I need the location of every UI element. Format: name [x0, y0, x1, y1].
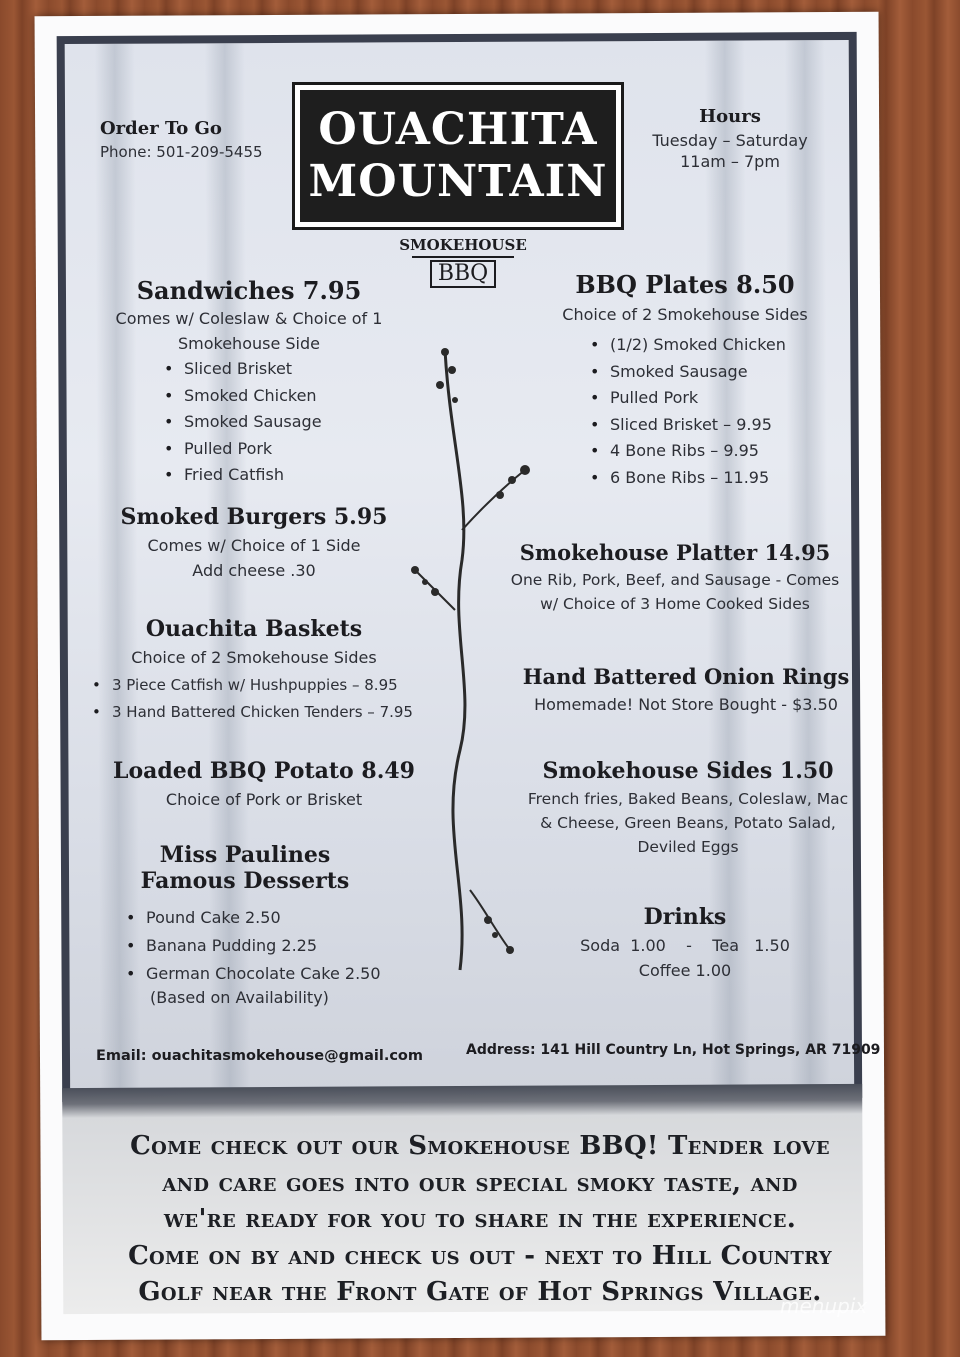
- potato-title: Loaded BBQ Potato 8.49: [113, 758, 415, 784]
- smokehouse-bbq-badge: SMOKEHOUSE BBQ: [398, 236, 528, 288]
- desserts-note: (Based on Availability): [150, 988, 329, 1007]
- sandwiches-list: Sliced Brisket Smoked Chicken Smoked Sau…: [160, 356, 322, 489]
- burgers-desc-1: Comes w/ Choice of 1 Side: [147, 536, 361, 555]
- list-item: Pound Cake 2.50: [122, 904, 381, 932]
- desserts-section: Miss Paulines Famous Desserts: [110, 842, 380, 894]
- sides-line-2: & Cheese, Green Beans, Potato Salad,: [540, 814, 836, 832]
- burgers-desc-2: Add cheese .30: [192, 561, 316, 580]
- drinks-line-2: Coffee 1.00: [638, 961, 732, 980]
- promo-line-1: Come check out our Smokehouse BBQ! Tende…: [130, 1131, 830, 1161]
- onion-rings-desc: Homemade! Not Store Bought - $3.50: [534, 695, 838, 714]
- hours-block: Hours Tuesday – Saturday 11am – 7pm: [640, 106, 820, 171]
- plates-title: BBQ Plates 8.50: [575, 270, 795, 299]
- badge-smokehouse: SMOKEHOUSE: [399, 236, 527, 254]
- burgers-section: Smoked Burgers 5.95 Comes w/ Choice of 1…: [96, 504, 412, 580]
- list-item: Pulled Pork: [586, 385, 786, 412]
- platter-title: Smokehouse Platter 14.95: [519, 540, 831, 565]
- sides-title: Smokehouse Sides 1.50: [542, 758, 834, 784]
- menupix-watermark: menupix: [780, 1294, 868, 1318]
- logo-line-2: MOUNTAIN: [308, 156, 608, 207]
- drinks-title: Drinks: [643, 904, 727, 930]
- list-item: (1/2) Smoked Chicken: [586, 332, 786, 359]
- desserts-list: Pound Cake 2.50 Banana Pudding 2.25 Germ…: [122, 904, 381, 988]
- sandwiches-desc-2: Smokehouse Side: [177, 334, 320, 353]
- desserts-title-2: Famous Desserts: [140, 868, 350, 894]
- platter-section: Smokehouse Platter 14.95 One Rib, Pork, …: [500, 540, 850, 613]
- badge-bbq: BBQ: [429, 260, 497, 288]
- plates-list: (1/2) Smoked Chicken Smoked Sausage Pull…: [586, 332, 786, 491]
- platter-desc-1: One Rib, Pork, Beef, and Sausage - Comes: [510, 571, 840, 589]
- plates-section: BBQ Plates 8.50 Choice of 2 Smokehouse S…: [540, 270, 830, 324]
- promo-text: Come check out our Smokehouse BBQ! Tende…: [80, 1128, 880, 1311]
- list-item: Sliced Brisket: [160, 356, 322, 383]
- list-item: Smoked Sausage: [160, 409, 322, 436]
- potato-section: Loaded BBQ Potato 8.49 Choice of Pork or…: [86, 758, 442, 809]
- hours-time: 11am – 7pm: [680, 152, 780, 171]
- list-item: German Chocolate Cake 2.50: [122, 960, 381, 988]
- restaurant-logo: OUACHITA MOUNTAIN: [292, 82, 624, 230]
- platter-desc-2: w/ Choice of 3 Home Cooked Sides: [540, 595, 810, 613]
- baskets-title: Ouachita Baskets: [145, 616, 363, 642]
- sides-line-1: French fries, Baked Beans, Coleslaw, Mac: [527, 790, 849, 808]
- onion-rings-title: Hand Battered Onion Rings: [522, 664, 850, 689]
- list-item: Banana Pudding 2.25: [122, 932, 381, 960]
- onion-rings-section: Hand Battered Onion Rings Homemade! Not …: [505, 664, 867, 714]
- sides-line-3: Deviled Eggs: [637, 838, 739, 856]
- potato-desc: Choice of Pork or Brisket: [165, 790, 363, 809]
- desserts-title-1: Miss Paulines: [159, 842, 331, 868]
- baskets-list: 3 Piece Catfish w/ Hushpuppies – 8.95 3 …: [88, 672, 413, 725]
- hours-days: Tuesday – Saturday: [652, 131, 808, 150]
- list-item: Smoked Chicken: [160, 383, 322, 410]
- promo-line-4: Come on by and check us out - next to Hi…: [128, 1240, 832, 1271]
- footer-email: Email: ouachitasmokehouse@gmail.com: [96, 1048, 424, 1064]
- hours-title: Hours: [699, 106, 761, 127]
- order-title: Order To Go: [100, 118, 222, 139]
- sides-section: Smokehouse Sides 1.50 French fries, Bake…: [510, 758, 866, 856]
- list-item: 3 Piece Catfish w/ Hushpuppies – 8.95: [88, 672, 413, 699]
- branch-illustration: [411, 348, 530, 971]
- list-item: Smoked Sausage: [586, 359, 786, 386]
- baskets-desc: Choice of 2 Smokehouse Sides: [131, 648, 377, 667]
- order-phone: Phone: 501-209-5455: [100, 143, 263, 161]
- burgers-title: Smoked Burgers 5.95: [120, 504, 388, 530]
- logo-line-1: OUACHITA: [318, 104, 598, 155]
- plates-desc: Choice of 2 Smokehouse Sides: [562, 305, 808, 324]
- list-item: Pulled Pork: [160, 436, 322, 463]
- drinks-section: Drinks Soda 1.00 - Tea 1.50 Coffee 1.00: [540, 904, 830, 980]
- list-item: Sliced Brisket – 9.95: [586, 412, 786, 439]
- promo-line-2: and care goes into our special smoky tas…: [162, 1167, 798, 1198]
- promo-line-5: Golf near the Front Gate of Hot Springs …: [138, 1277, 822, 1307]
- promo-line-3: we're ready for you to share in the expe…: [163, 1204, 797, 1234]
- baskets-section: Ouachita Baskets Choice of 2 Smokehouse …: [96, 616, 412, 667]
- list-item: 6 Bone Ribs – 11.95: [586, 465, 786, 492]
- list-item: 4 Bone Ribs – 9.95: [586, 438, 786, 465]
- list-item: Fried Catfish: [160, 462, 322, 489]
- sandwiches-desc-1: Comes w/ Coleslaw & Choice of 1: [115, 309, 383, 328]
- sandwiches-section: Sandwiches 7.95 Comes w/ Coleslaw & Choi…: [96, 276, 402, 353]
- order-to-go-block: Order To Go Phone: 501-209-5455: [100, 118, 263, 161]
- footer-address: Address: 141 Hill Country Ln, Hot Spring…: [466, 1042, 881, 1058]
- drinks-line-1: Soda 1.00 - Tea 1.50: [580, 936, 790, 955]
- list-item: 3 Hand Battered Chicken Tenders – 7.95: [88, 699, 413, 726]
- sandwiches-title: Sandwiches 7.95: [136, 276, 362, 305]
